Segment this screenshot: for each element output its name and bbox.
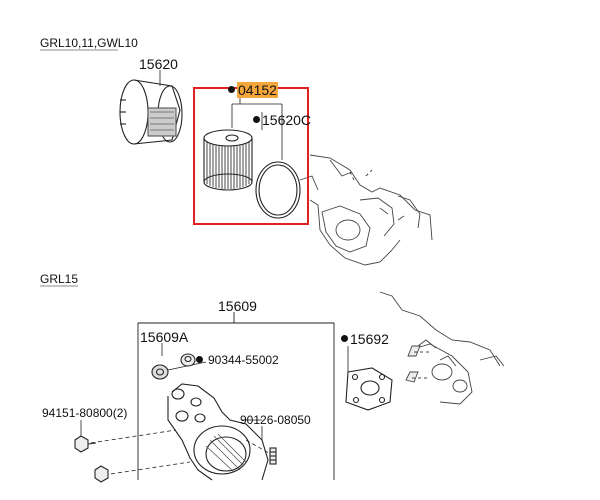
filter-housing-drawing bbox=[167, 383, 269, 481]
bottom-section-model-code: GRL15 bbox=[40, 272, 79, 286]
oil-filter-cap-drawing bbox=[119, 79, 183, 145]
engine-block-drawing bbox=[299, 154, 433, 266]
top-section-model-code: GRL10,11,GWL10 bbox=[40, 36, 138, 50]
callout-dot-element bbox=[253, 116, 260, 123]
callout-bracket: 15609A bbox=[140, 329, 189, 345]
callout-dot-plate bbox=[341, 335, 348, 342]
plate-drawing bbox=[345, 367, 393, 411]
kit-bracket-lines bbox=[231, 97, 283, 160]
assembly-frame bbox=[137, 312, 335, 480]
bolt-guide-lines bbox=[83, 429, 275, 476]
callout-cap: 15620 bbox=[139, 56, 178, 72]
callout-assembly: 15609 bbox=[218, 298, 257, 314]
callout-stud: 90126-08050 bbox=[240, 413, 311, 427]
callout-plate: 15692 bbox=[350, 331, 389, 347]
callout-element-kit: 04152 bbox=[237, 82, 278, 98]
o-ring-drawing bbox=[255, 161, 301, 219]
callout-bolt: 94151-80800(2) bbox=[42, 406, 128, 420]
callout-dot-gasket bbox=[196, 356, 203, 363]
filter-element-drawing bbox=[203, 129, 253, 191]
highlight-box bbox=[193, 87, 309, 225]
nut-drawing bbox=[180, 353, 196, 367]
lower-engine-drawing bbox=[379, 291, 505, 405]
callout-element: 15620C bbox=[262, 112, 312, 128]
callout-dot-kit bbox=[228, 86, 235, 93]
stud-drawing bbox=[269, 447, 277, 465]
washer-drawing bbox=[151, 364, 169, 380]
callout-gasket-part: 90344-55002 bbox=[208, 353, 279, 367]
